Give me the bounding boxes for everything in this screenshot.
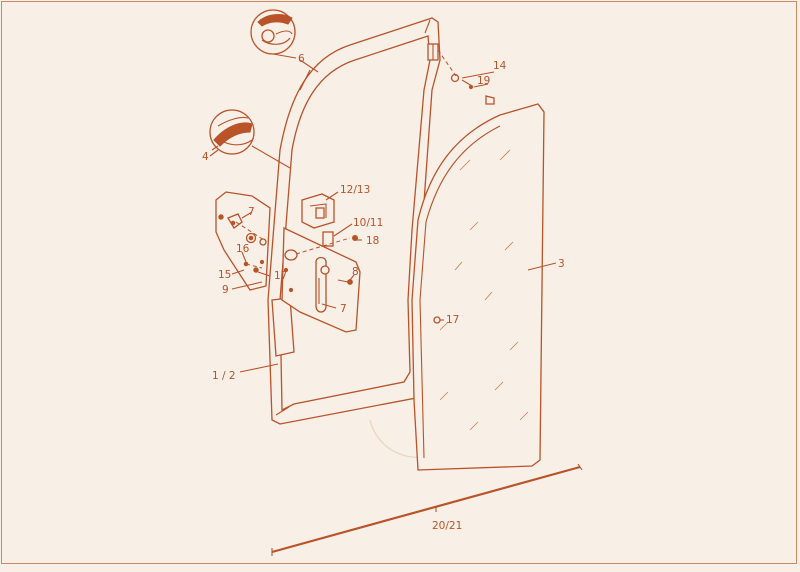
detail-callout-6 xyxy=(250,9,319,73)
callout-7a: 7 xyxy=(248,206,255,218)
callout-4: 4 xyxy=(202,151,209,163)
callout-18: 18 xyxy=(366,235,379,247)
callout-14: 14 xyxy=(493,60,507,72)
callout-15: 15 xyxy=(218,269,231,281)
callout-20-21: 20/21 xyxy=(432,520,462,532)
part-inner-handle-7 xyxy=(315,256,330,313)
part-bolt-14-19 xyxy=(437,49,495,105)
callout-6: 6 xyxy=(298,53,305,65)
part-lock-10-11 xyxy=(295,231,358,255)
callout-3: 3 xyxy=(558,258,565,270)
part-hinge-upper xyxy=(427,43,439,61)
part-handle-12-13 xyxy=(301,193,335,229)
part-strip-20-21 xyxy=(271,463,583,556)
part-bolt-17 xyxy=(433,316,441,324)
part-glass-panel-3 xyxy=(411,103,545,471)
callout-19: 19 xyxy=(477,75,490,87)
callout-labels: 14 19 6 4 12/13 7 10/11 18 16 17 15 9 8 … xyxy=(202,53,565,532)
part-screw-8 xyxy=(337,279,353,285)
callout-9: 9 xyxy=(222,284,229,296)
callout-1-2: 1 / 2 xyxy=(212,370,236,382)
callout-16: 16 xyxy=(236,243,250,255)
leader-lines xyxy=(209,71,557,373)
callout-17a: 17 xyxy=(274,270,287,282)
detail-callout-4 xyxy=(209,109,291,169)
callout-12-13: 12/13 xyxy=(340,184,370,196)
callout-8: 8 xyxy=(352,266,359,278)
callout-17b: 17 xyxy=(446,314,459,326)
part-latch-oval xyxy=(283,249,298,293)
callout-10-11: 10/11 xyxy=(353,217,383,229)
callout-7b: 7 xyxy=(340,303,347,315)
part-small-fittings xyxy=(218,213,267,273)
